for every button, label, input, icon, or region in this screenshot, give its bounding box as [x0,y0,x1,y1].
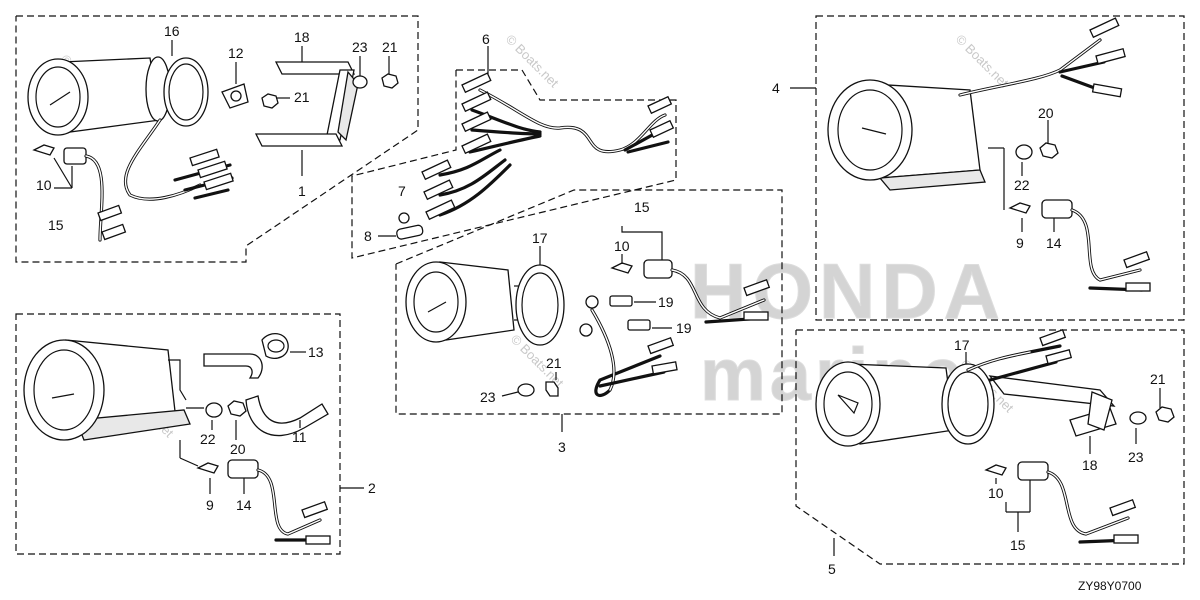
callout-18-g5: 18 [1082,457,1098,473]
group-1-border [15,15,419,263]
callout-2: 2 [368,480,376,496]
callout-23: 23 [352,39,368,55]
callout-20: 20 [1038,105,1054,121]
bracket-18-g5 [988,375,1117,437]
callout-12: 12 [228,45,244,61]
callout-17-g5: 17 [954,337,970,353]
callout-21b: 21 [294,89,310,105]
group-2 [15,313,364,555]
group-5-border [795,329,1185,565]
group-6-callouts: 6 7 8 [364,31,490,244]
gauge-2 [23,339,204,441]
socket-15 [63,147,87,165]
group-4 [790,15,1185,321]
socket-14-g2 [227,459,259,479]
watermark-site-3: © Boats.net [953,32,1012,91]
group-4-callouts: 4 20 22 9 14 [772,80,1062,251]
callout-8: 8 [364,228,372,244]
terminals-19 [579,295,651,337]
group-2-callouts: 13 11 22 20 9 14 2 [200,344,376,513]
watermark-site-2: © Boats.net [503,32,562,91]
callout-10-g3: 10 [614,238,630,254]
washer-22-g2 [205,402,223,418]
callout-17: 17 [532,230,548,246]
group-6 [351,46,677,259]
callout-23-g5: 23 [1128,449,1144,465]
gauge-1 [27,56,171,136]
nut-21-g5 [1155,406,1175,423]
callout-21a: 21 [382,39,398,55]
group-5 [795,328,1185,565]
callout-6: 6 [482,31,490,47]
gauge-4 [827,79,1004,191]
callout-11: 11 [292,429,307,445]
hose-11 [203,353,329,437]
group-1 [15,15,419,263]
group-3-border [395,189,783,415]
callout-4: 4 [772,80,780,96]
callout-18: 18 [294,29,310,45]
bulb-10-g3 [610,262,633,274]
callout-14-g2: 14 [236,497,252,513]
watermark-brand-top: HONDA [690,247,1006,335]
bulb-9 [1008,202,1031,214]
harness-6 [421,72,675,221]
bracket-18 [254,61,359,147]
group-3 [395,189,783,432]
washer-23 [352,75,368,89]
bulb-10-g5 [984,464,1007,476]
nut-20-g2 [227,400,247,417]
callout-23-g3: 23 [480,389,496,405]
washer-23-g5 [1129,411,1147,425]
group-6-border [351,69,677,259]
callout-15-g3: 15 [634,199,650,215]
diagram-code: ZY98Y0700 [1078,579,1142,593]
callout-7: 7 [398,183,406,199]
nut-21b [381,73,399,89]
callout-14: 14 [1046,235,1062,251]
socket-15-g3 [643,259,673,279]
group-3-callouts: 17 15 10 19 19 21 23 3 [480,199,692,455]
callout-15: 15 [48,217,64,233]
callout-21-g3: 21 [546,355,562,371]
gauge-3 [405,261,528,343]
nut-20 [1039,142,1059,159]
bulb-9-g2 [196,462,219,474]
washer-23-g3 [517,383,535,397]
group-1-callouts: 16 12 18 23 21 21 10 15 1 [36,23,398,233]
washer-22 [1015,144,1033,160]
callout-10: 10 [36,177,52,193]
group-4-border [815,15,1185,321]
callout-16: 16 [164,23,180,39]
clip-13 [261,333,289,359]
callout-13: 13 [308,344,324,360]
bulb-10 [32,144,55,156]
clamp-12 [221,83,249,109]
group-5-callouts: 17 21 18 23 10 15 5 [828,337,1166,577]
nut-21-g3 [545,381,559,397]
socket-14 [1041,199,1073,219]
fuse-cap-7 [398,212,410,224]
ring-16 [163,57,209,127]
callout-9-g2: 9 [206,497,214,513]
ring-17 [515,264,565,346]
callout-3: 3 [558,439,566,455]
callout-10-g5: 10 [988,485,1004,501]
callout-1: 1 [298,183,306,199]
callout-19a: 19 [658,294,674,310]
socket-15-g5 [1017,461,1049,481]
callout-5: 5 [828,561,836,577]
callout-15-g5: 15 [1010,537,1026,553]
fuse-8 [396,224,424,240]
callout-20-g2: 20 [230,441,246,457]
nut-21a [261,93,279,109]
ring-17-g5 [941,363,995,445]
callout-22-g2: 22 [200,431,216,447]
callout-21-g5: 21 [1150,371,1166,387]
callout-22: 22 [1014,177,1030,193]
callout-9: 9 [1016,235,1024,251]
callout-19b: 19 [676,320,692,336]
group-2-border [15,313,341,555]
